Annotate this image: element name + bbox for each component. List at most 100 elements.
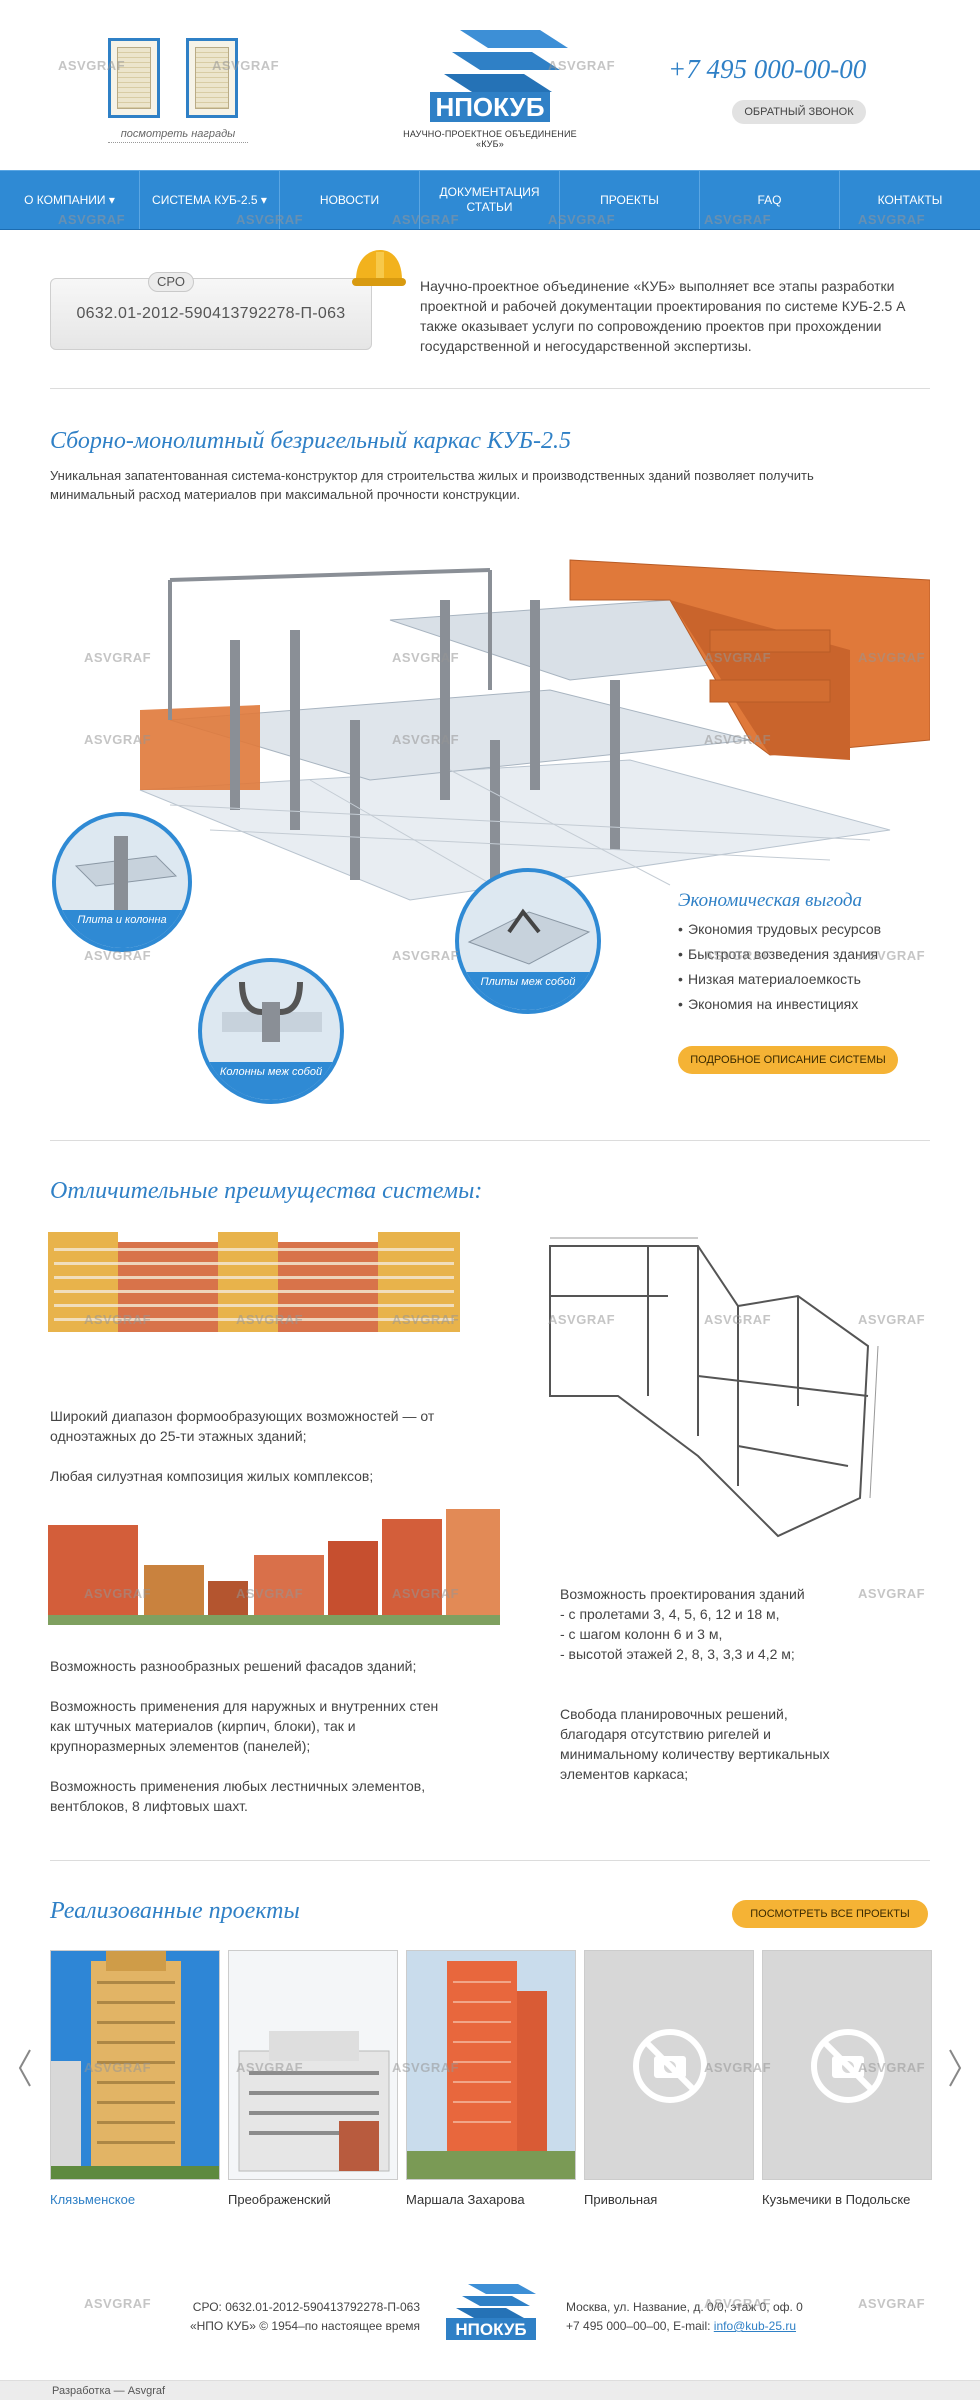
watermark: ASVGRAF [704, 212, 772, 227]
detail-circle-slab-column[interactable]: Плита и колонна [52, 812, 192, 952]
no-photo-icon [811, 2029, 885, 2103]
project-card-kuzmechiki[interactable] [762, 1950, 932, 2180]
watermark: ASVGRAF [858, 650, 926, 665]
benefit-item: Низкая материалоемкость [678, 971, 938, 987]
footer-sro: СРО: 0632.01-2012-590413792278-П-063 [192, 2300, 420, 2314]
header: посмотреть награды НПОКУБ НАУЧНО-ПРОЕКТН… [0, 0, 980, 170]
watermark: ASVGRAF [858, 1312, 926, 1327]
facade-image-2 [48, 1509, 500, 1625]
watermark: ASVGRAF [392, 2060, 460, 2075]
watermark: ASVGRAF [84, 650, 152, 665]
watermark: ASVGRAF [236, 2060, 304, 2075]
system-details-button[interactable]: ПОДРОБНОЕ ОПИСАНИЕ СИСТЕМЫ [678, 1046, 898, 1074]
divider [50, 1140, 930, 1141]
slabs-joint-icon [467, 908, 591, 965]
project-label-klyazmenskoe[interactable]: Клязьменское [50, 2192, 136, 2207]
callback-button[interactable]: ОБРАТНЫЙ ЗВОНОК [732, 100, 866, 124]
footer-contacts: +7 495 000–00–00, E-mail: info@kub-25.ru [566, 2319, 797, 2333]
watermark: ASVGRAF [84, 2296, 152, 2311]
projects-title: Реализованные проекты [50, 1898, 300, 1924]
advantage-text: Возможность разнообразных решений фасадо… [50, 1658, 417, 1674]
award-certificate-2[interactable] [186, 38, 238, 118]
sro-card [50, 278, 372, 350]
advantage-text: - высотой этажей 2, 8, 3, 3,3 и 4,2 м; [560, 1646, 795, 1662]
sro-tag: СРО [148, 272, 194, 292]
award-certificate-1[interactable] [108, 38, 160, 118]
nav-item-faq[interactable]: FAQ [700, 171, 840, 229]
project-label-privolnaya[interactable]: Привольная [584, 2192, 658, 2207]
watermark: ASVGRAF [858, 948, 926, 963]
project-card-preobrazhensky[interactable] [228, 1950, 398, 2180]
watermark: ASVGRAF [84, 1586, 152, 1601]
nav-item-contacts[interactable]: КОНТАКТЫ [877, 192, 943, 207]
watermark: ASVGRAF [392, 650, 460, 665]
circle-caption: Колонны меж собой [202, 1062, 340, 1100]
watermark: ASVGRAF [212, 58, 280, 73]
nav-item-projects[interactable]: ПРОЕКТЫ [560, 171, 700, 229]
advantage-text: Возможность проектирования зданий [560, 1586, 805, 1602]
watermark: ASVGRAF [704, 732, 772, 747]
benefit-item: Экономия трудовых ресурсов [678, 921, 938, 937]
logo-subtitle: НАУЧНО-ПРОЕКТНОЕ ОБЪЕДИНЕНИЕ «КУБ» [403, 129, 577, 149]
advantage-text: Широкий диапазон формообразующих возможн… [50, 1408, 435, 1444]
project-card-marshala-zakharova[interactable] [406, 1950, 576, 2180]
watermark: ASVGRAF [84, 948, 152, 963]
watermark: ASVGRAF [704, 650, 772, 665]
watermark: ASVGRAF [392, 212, 460, 227]
benefit-item: Экономия на инвестициях [678, 996, 938, 1012]
advantage-text: Возможность применения любых лестничных … [50, 1778, 426, 1814]
carousel-prev-icon[interactable] [18, 2048, 32, 2088]
project-card-klyazmenskoe[interactable] [50, 1950, 220, 2180]
project-label-marshala-zakharova[interactable]: Маршала Захарова [406, 2192, 525, 2207]
project-label-preobrazhensky[interactable]: Преображенский [228, 2192, 331, 2207]
project-label-kuzmechiki[interactable]: Кузьмечики в Подольске [762, 2192, 911, 2207]
footer-logo-icon[interactable]: НПОКУБ [438, 2282, 544, 2342]
nav-item-docs[interactable]: ДОКУМЕНТАЦИЯ СТАТЬИ [420, 171, 560, 229]
watermark: ASVGRAF [236, 1586, 304, 1601]
benefits-title: Экономическая выгода [678, 890, 862, 911]
advantage-text: - с шагом колонн 6 и 3 м, [560, 1626, 723, 1642]
project-photo [51, 1951, 219, 2179]
footer-email-link[interactable]: info@kub-25.ru [713, 2319, 797, 2333]
nav-item-company[interactable]: О КОМПАНИИ ▾ [0, 171, 140, 229]
project-card-privolnaya[interactable] [584, 1950, 754, 2180]
advantages-title: Отличительные преимущества системы: [50, 1178, 483, 1204]
circle-caption: Плита и колонна [56, 910, 188, 948]
watermark: ASVGRAF [392, 948, 460, 963]
awards-link[interactable]: посмотреть награды [108, 128, 248, 143]
slab-column-icon [74, 836, 178, 916]
system-text: Уникальная запатентованная система-конст… [50, 468, 814, 502]
project-photo [407, 1951, 575, 2179]
developer-bar[interactable]: Разработка — Asvgraf [0, 2380, 980, 2400]
footer-copyright: «НПО КУБ» © 1954–по настоящее время [189, 2319, 420, 2333]
watermark: ASVGRAF [704, 948, 772, 963]
watermark: ASVGRAF [58, 58, 126, 73]
detail-circle-columns[interactable]: Колонны меж собой [198, 958, 344, 1104]
detail-circle-slabs[interactable]: Плиты меж собой [455, 868, 601, 1014]
watermark: ASVGRAF [548, 58, 616, 73]
watermark: ASVGRAF [84, 1312, 152, 1327]
logo-cube-icon: НПОКУБ [430, 30, 568, 122]
benefits-block: Экономическая выгода Экономия трудовых р… [678, 890, 938, 1012]
nav-item-news[interactable]: НОВОСТИ [280, 171, 420, 229]
building-illustration [139, 559, 930, 901]
all-projects-button[interactable]: ПОСМОТРЕТЬ ВСЕ ПРОЕКТЫ [732, 1900, 928, 1928]
floor-plan-image [549, 1237, 879, 1538]
watermark: ASVGRAF [704, 2060, 772, 2075]
watermark: ASVGRAF [704, 2296, 772, 2311]
watermark: ASVGRAF [548, 212, 616, 227]
logo[interactable]: НПОКУБ НАУЧНО-ПРОЕКТНОЕ ОБЪЕДИНЕНИЕ «КУБ… [400, 26, 580, 149]
benefit-item: Быстрота возведения здания [678, 946, 938, 962]
nav-item-system[interactable]: СИСТЕМА КУБ-2.5 ▾ [140, 171, 280, 229]
sro-number: 0632.01-2012-590413792278-П-063 [76, 305, 346, 322]
columns-icon [222, 981, 322, 1042]
advantage-text: Свобода планировочных решений, благодаря… [560, 1706, 830, 1782]
footer-address: Москва, ул. Название, д. 0/0, этаж 0, оф… [566, 2300, 803, 2314]
carousel-next-icon[interactable] [948, 2048, 962, 2088]
system-title: Сборно-монолитный безригельный каркас КУ… [50, 428, 571, 454]
project-photo [229, 1951, 397, 2179]
watermark: ASVGRAF [84, 732, 152, 747]
watermark: ASVGRAF [858, 212, 926, 227]
phone-number[interactable]: +7 495 000-00-00 [668, 54, 867, 84]
